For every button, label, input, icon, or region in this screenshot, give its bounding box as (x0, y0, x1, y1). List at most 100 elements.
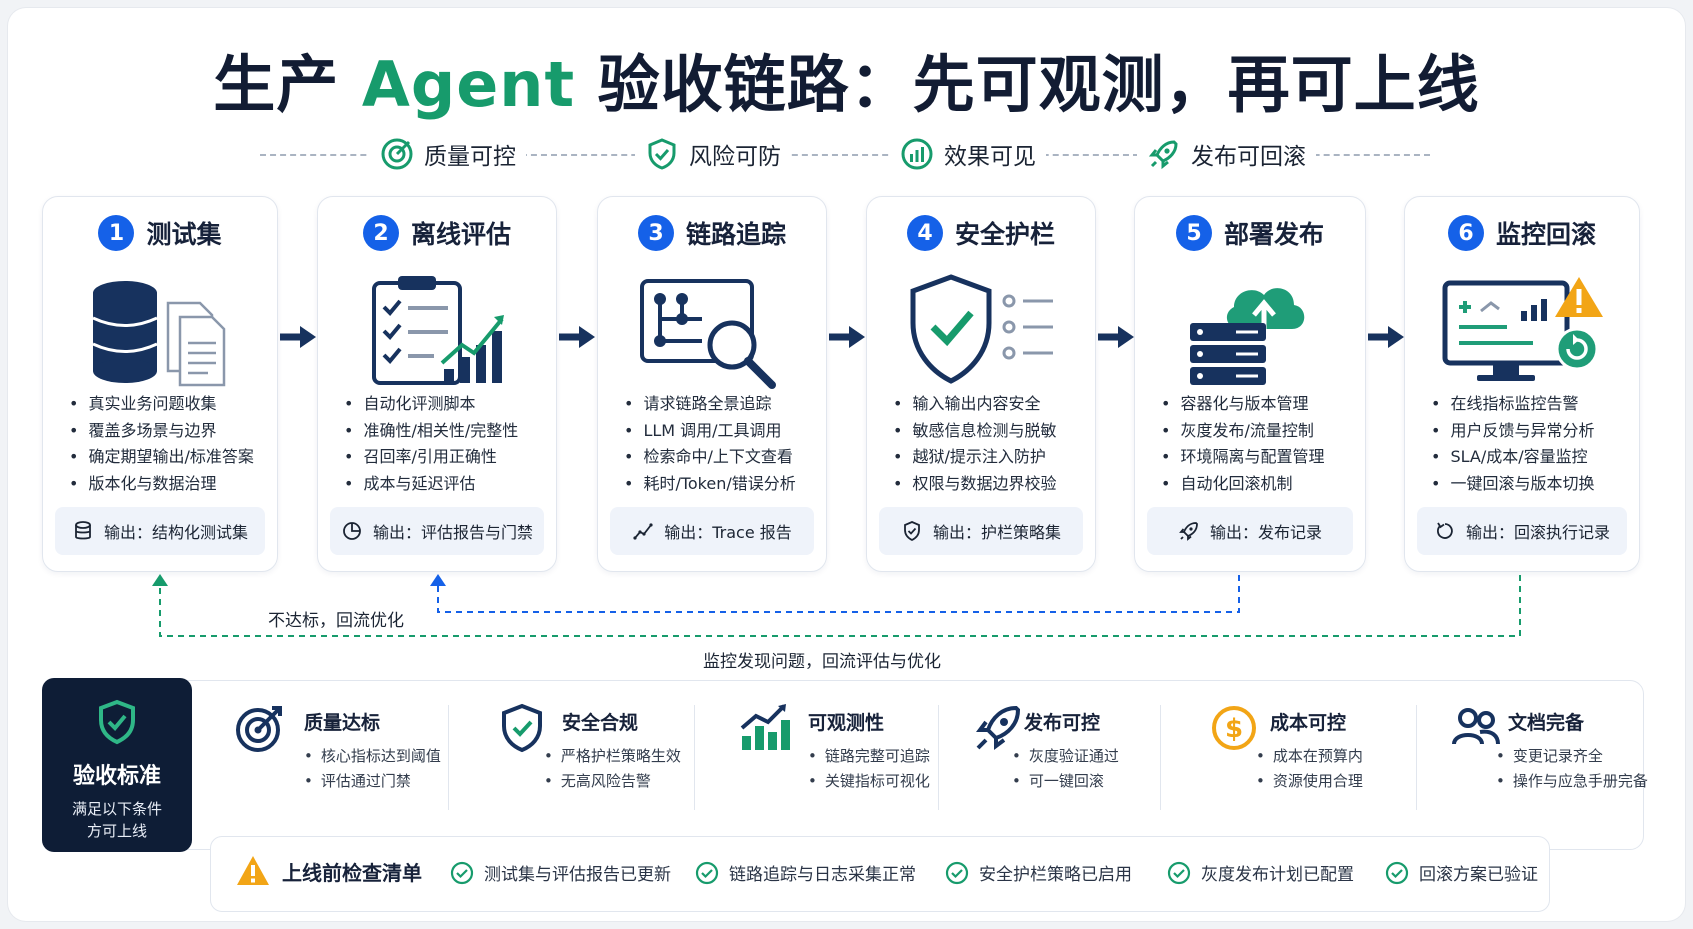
step-title: 监控回滚 (1495, 220, 1596, 249)
step-items: 真实业务问题收集覆盖多场景与边界确定期望输出/标准答案版本化与数据治理 (69, 391, 267, 497)
shield-check-icon (648, 138, 676, 170)
step-number: 2 (362, 215, 399, 251)
check-circle-icon (695, 861, 719, 884)
monitor-alert-icon (1442, 277, 1603, 381)
clipboard-chart-icon (372, 276, 504, 385)
checklist-item: 回滚方案已验证 (1385, 860, 1538, 885)
database-icon (75, 521, 91, 540)
bar-chart-icon (740, 704, 790, 750)
page-title: 生产 Agent 验收链路：先可观测，再可上线 (213, 48, 1480, 121)
step-header: 3 链路追踪 (598, 215, 826, 251)
prelaunch-checklist (210, 836, 1550, 912)
flow-arrow-1 (280, 326, 316, 348)
step-items: 自动化评测脚本准确性/相关性/完整性召回率/引用正确性成本与延迟评估 (344, 391, 546, 497)
warning-icon (237, 856, 269, 885)
step-title: 部署发布 (1223, 220, 1324, 249)
check-circle-icon (1167, 861, 1191, 884)
check-circle-icon (450, 861, 474, 884)
trace-illustration (598, 271, 826, 391)
step-title: 链路追踪 (685, 220, 786, 249)
step-header: 4 安全护栏 (867, 215, 1095, 251)
database-icon (92, 281, 226, 387)
pillars-row: 质量可控 风险可防 效果可见 发布可回滚 (260, 132, 1430, 176)
clipboard-illustration (318, 271, 556, 391)
cloud-server-icon (1190, 288, 1305, 385)
flow-arrow-4 (1098, 326, 1134, 348)
step-items: 请求链路全景追踪LLM 调用/工具调用检索命中/上下文查看耗时/Token/错误… (624, 391, 816, 497)
shield-check-icon (99, 699, 135, 745)
checklist-item: 链路追踪与日志采集正常 (695, 860, 916, 885)
pillar-quality: 质量可控 (370, 132, 526, 176)
step-number: 3 (637, 215, 674, 251)
step-output: 输出：Trace 报告 (610, 507, 814, 555)
flow-arrow-5 (1368, 326, 1404, 348)
step-output: 输出：回滚执行记录 (1417, 507, 1627, 555)
inner-loop-label: 不达标，回流优化 (268, 611, 404, 631)
pillars-dashed-line (260, 154, 1430, 156)
divider (694, 705, 695, 810)
divider (448, 705, 449, 810)
step-title: 测试集 (146, 220, 222, 249)
step-items: 在线指标监控告警用户反馈与异常分析SLA/成本/容量监控一键回滚与版本切换 (1431, 391, 1629, 497)
divider (1160, 705, 1161, 810)
outer-loop-label: 监控发现问题，回流评估与优化 (703, 652, 941, 672)
svg-text:$: $ (1225, 714, 1243, 744)
step-title: 离线评估 (410, 220, 511, 249)
target-icon (381, 138, 413, 170)
guardrail-illustration (867, 271, 1095, 391)
pie-chart-icon (343, 522, 361, 540)
flow-arrow-2 (559, 326, 595, 348)
step-output: 输出：发布记录 (1147, 507, 1353, 555)
rollback-icon (1437, 522, 1453, 539)
step-output: 输出：护栏策略集 (879, 507, 1083, 555)
step-card-6: 6 监控回滚 在线指标监控告警用户反馈与异常分析SLA/成本/容量监控一键回滚与版… (1404, 196, 1640, 572)
rocket-icon (1179, 522, 1198, 541)
gauge-icon (901, 138, 933, 170)
shield-icon (502, 703, 542, 753)
acceptance-title: 验收标准 (72, 764, 161, 789)
step-header: 6 监控回滚 (1405, 215, 1639, 251)
shield-check-icon (904, 521, 920, 542)
flow-arrow-3 (829, 326, 865, 348)
monitor-illustration (1405, 271, 1639, 391)
step-card-4: 4 安全护栏 输入输出内容安全敏感信息检测与脱敏越狱/提示注入防护权限与数据边界校… (866, 196, 1096, 572)
checklist-item: 安全护栏策略已启用 (945, 860, 1132, 885)
shield-list-icon (910, 274, 1053, 384)
trend-line-icon (633, 523, 653, 540)
trace-search-icon (640, 279, 776, 389)
coin-icon: $ (1212, 706, 1256, 750)
checklist-item: 灰度发布计划已配置 (1167, 860, 1354, 885)
check-circle-icon (945, 861, 969, 884)
checklist-item: 测试集与评估报告已更新 (450, 860, 671, 885)
step-items: 容器化与版本管理灰度发布/流量控制环境隔离与配置管理自动化回滚机制 (1161, 391, 1355, 497)
step-number: 5 (1175, 215, 1212, 251)
divider (1416, 705, 1417, 810)
step-card-2: 2 离线评估 自动化评测脚本准确性/相关性/完整性召回率/引用正确性成本与延迟评估… (317, 196, 557, 572)
step-title: 安全护栏 (954, 220, 1055, 249)
check-circle-icon (1385, 861, 1409, 884)
database-illustration (43, 271, 277, 391)
step-header: 5 部署发布 (1135, 215, 1365, 251)
step-card-3: 3 链路追踪 请求链路全景追踪LLM 调用/工具调用检索命中/上下文查看耗时/To… (597, 196, 827, 572)
pillar-risk: 风险可防 (635, 132, 791, 176)
pillar-rollback: 发布可回滚 (1137, 132, 1316, 176)
pillar-effect: 效果可见 (890, 132, 1046, 176)
acceptance-badge: 验收标准 满足以下条件方可上线 (42, 678, 192, 852)
target-icon (236, 706, 282, 752)
checklist-title: 上线前检查清单 (236, 854, 422, 888)
rocket-icon (976, 705, 1021, 750)
users-icon (1452, 708, 1500, 745)
deploy-illustration (1135, 271, 1365, 391)
divider (938, 705, 939, 810)
rocket-icon (1148, 140, 1178, 170)
step-items: 输入输出内容安全敏感信息检测与脱敏越狱/提示注入防护权限与数据边界校验 (893, 391, 1085, 497)
step-output: 输出：结构化测试集 (55, 507, 265, 555)
acceptance-note: 满足以下条件方可上线 (71, 800, 162, 840)
step-output: 输出：评估报告与门禁 (330, 507, 544, 555)
step-number: 4 (906, 215, 943, 251)
step-number: 6 (1447, 215, 1484, 251)
step-header: 2 离线评估 (318, 215, 556, 251)
